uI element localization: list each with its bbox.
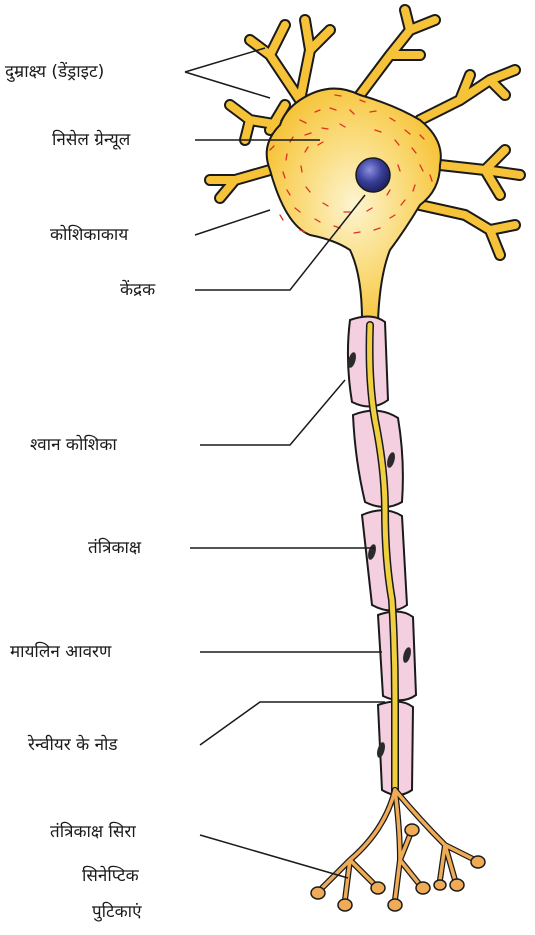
label-axon: तंत्रिकाक्ष — [88, 538, 141, 558]
label-axon-terminal: तंत्रिकाक्ष सिरा — [50, 822, 136, 842]
label-nodes-of-ranvier: रेन्वीयर के नोड — [28, 735, 118, 755]
label-nissl-granules: निसेल ग्रेन्यूल — [52, 130, 130, 150]
schwann-cells — [348, 316, 416, 795]
label-synaptic-vesicles-1: सिनेप्टिक — [82, 866, 139, 886]
label-schwann-cell: श्वान कोशिका — [30, 435, 117, 455]
label-cell-body: कोशिकाकाय — [50, 225, 128, 245]
label-dendrite: दुम्राक्ष्य (डेंड्राइट) — [5, 62, 104, 82]
label-nucleus: केंद्रक — [120, 280, 155, 300]
nucleus-shape — [356, 158, 390, 192]
label-synaptic-vesicles-2: पुटिकाएं — [92, 902, 142, 922]
label-myelin-sheath: मायलिन आवरण — [10, 642, 111, 662]
